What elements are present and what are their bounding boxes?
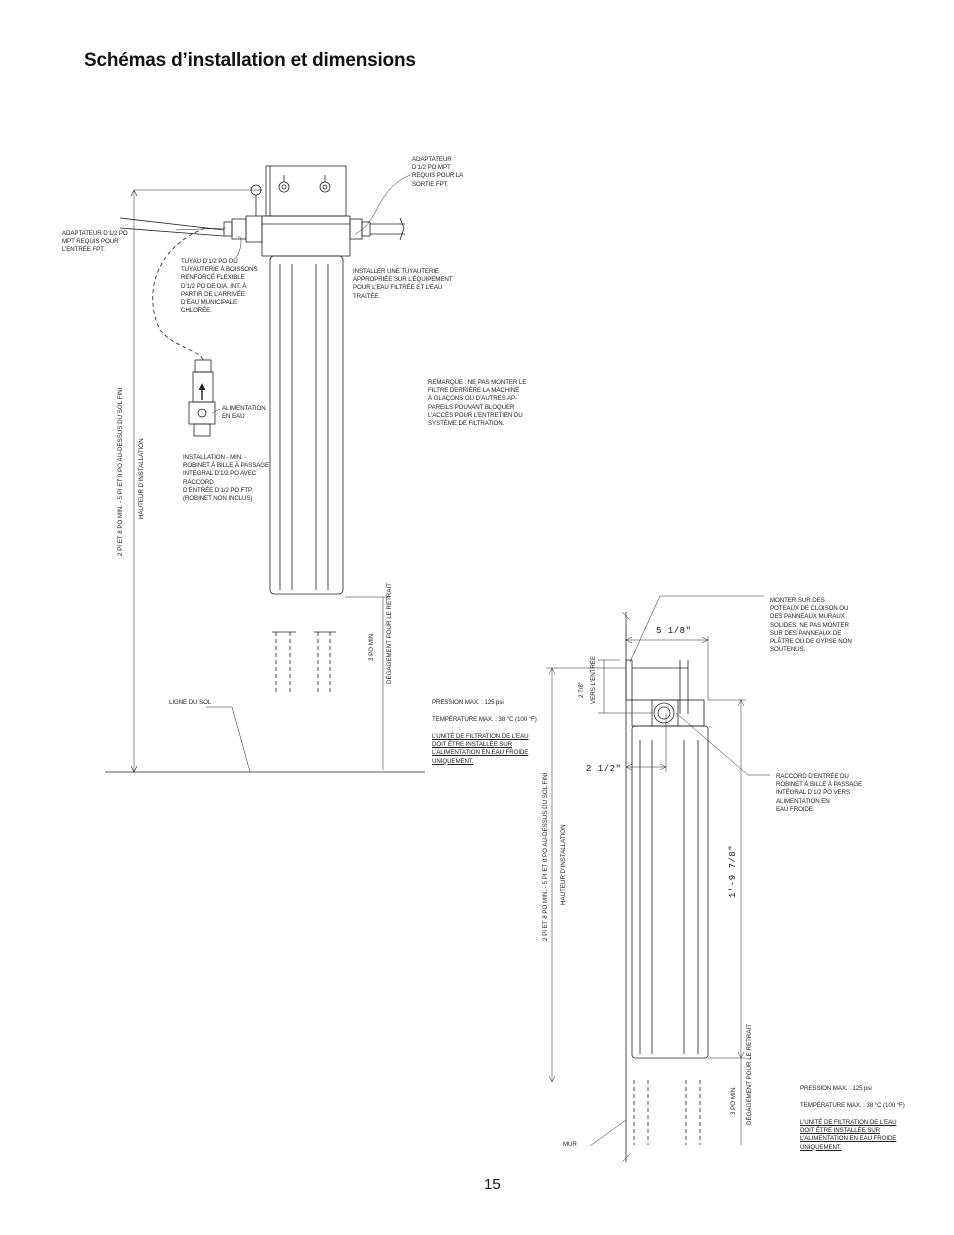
cold-water-warning: L’UNITÉ DE FILTRATION DE L’EAU DOIT ÊTRE… <box>800 1119 897 1151</box>
cold-water-warning: L’UNITÉ DE FILTRATION DE L’EAU DOIT ÊTRE… <box>432 733 529 765</box>
inlet-fitting-note: RACCORD D’ENTRÉE DU ROBINET À BILLE À PA… <box>776 773 862 813</box>
height-range-label: 2 PI ET 8 PO MIN. - 5 PI ET 0 PO AU-DESS… <box>542 772 549 941</box>
clearance-label: DÉGAGEMENT POUR LE RETRAIT <box>386 583 393 684</box>
max-temperature: TEMPÉRATURE MAX. : 38 °C (100 °F) <box>800 1102 905 1109</box>
mount-note: MONTER SUR DES POTEAUX DE CLOISON OU DES… <box>770 597 852 654</box>
diagram2-filter-drawing <box>546 595 770 1163</box>
width-dimension: 5 1/8" <box>656 626 692 636</box>
max-pressure: PRESSION MAX. : 125 psi <box>800 1085 872 1092</box>
wall-label: MUR <box>563 1141 577 1148</box>
tubing-note: TUYAU D’1/2 PO OU TUYAUTERIE À BOISSONS … <box>181 258 258 315</box>
install-height-label: HAUTEUR D’INSTALLATION <box>560 824 567 905</box>
inlet-adapter-note: ADAPTATEUR D’1/2 PO MPT REQUIS POUR L’EN… <box>62 230 128 254</box>
floor-line-label: LIGNE DU SOL <box>169 699 212 706</box>
clearance-label: DÉGAGEMENT POUR LE RETRAIT <box>746 1024 753 1125</box>
max-temperature: TEMPÉRATURE MAX. : 38 °C (100 °F) <box>432 716 537 723</box>
piping-note: INSTALLER UNE TUYAUTERIE APPROPRIÉE SUR … <box>353 268 453 300</box>
inlet-offset-dimension: 2 7/8" <box>578 682 585 698</box>
height-range-label: 2 PI ET 8 PO MIN. - 5 PI ET 0 PO AU-DESS… <box>117 387 124 556</box>
height-dimension: 1'-9 7/8" <box>728 844 738 898</box>
diagram1-filter-drawing <box>105 165 425 773</box>
depth-dimension: 2 1/2" <box>586 764 622 774</box>
clearance-value: 3 PO MIN. <box>730 1086 737 1115</box>
valve-note: INSTALLATION - MIN. - ROBINET À BILLE À … <box>183 454 269 503</box>
install-height-label: HAUTEUR D’INSTALLATION <box>138 438 145 519</box>
clearance-value: 3 PO MIN. <box>368 632 375 661</box>
mounting-remark: REMARQUE : NE PAS MONTER LE FILTRE DERRI… <box>428 379 527 428</box>
page-title: Schémas d’installation et dimensions <box>84 50 416 71</box>
outlet-adapter-note: ADAPTATEUR D’1/2 PO MPT REQUIS POUR LA S… <box>412 156 464 188</box>
max-pressure: PRESSION MAX. : 125 psi <box>432 699 504 706</box>
to-inlet-label: VERS L’ENTRÉE <box>590 655 597 704</box>
page-number: 15 <box>484 1176 501 1193</box>
water-supply-label: ALIMENTATION EN EAU <box>222 405 266 421</box>
